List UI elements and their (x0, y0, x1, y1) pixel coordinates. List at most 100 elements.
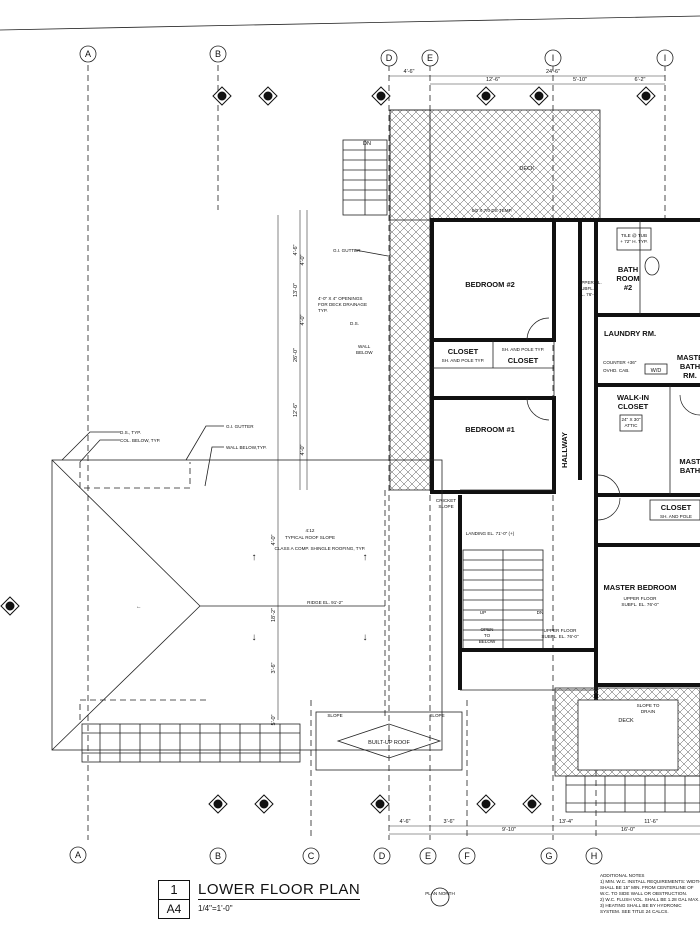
gi-gutter-left-note: G.I. GUTTER (226, 424, 254, 429)
upper-floor-note-line3: EL. 76'-0" (578, 292, 598, 297)
toilet-icon (644, 256, 660, 276)
master-closet-label: CLOSET (661, 503, 692, 512)
deck-top-label: DECK (519, 166, 535, 172)
slope-note-b: SLOPE (429, 713, 444, 718)
master-bath-label-line2: BATH (680, 362, 700, 371)
upper-floor-note-line1: UPPER FL. (578, 280, 602, 285)
bedroom-2-label: BEDROOM #2 (465, 280, 515, 289)
cricket-note-line2: SLOPE (438, 504, 453, 509)
bath-2-label-line2: ROOM (616, 274, 639, 283)
grid-bubble-top-e: E (421, 49, 439, 67)
svg-text:↓: ↓ (252, 632, 257, 643)
grid-bubble-bottom-c: C (302, 847, 320, 865)
walk-in-closet-label-line2: CLOSET (618, 402, 649, 411)
master-bath-label-line3: RM. (683, 371, 697, 380)
svg-text:18'-2": 18'-2" (271, 608, 277, 622)
bath-2-label-line3: #2 (624, 283, 632, 292)
upper-floor-stair-line1: UPPER FLOOR (544, 628, 578, 633)
svg-text:I: I (664, 53, 667, 63)
built-up-roof-label: BUILT-UP ROOF (368, 740, 410, 746)
door-swings (526, 317, 700, 521)
master-bath-label-line1: MASTE (677, 353, 700, 362)
grid-bubble-bottom-b: B (209, 847, 227, 865)
svg-text:4'-6": 4'-6" (404, 69, 415, 75)
roof-slope-arrows: ↑ ↑ ↓ ↓ (252, 552, 368, 643)
attic-access (619, 414, 643, 432)
openings-note-line1: 4'-0" X 4" OPENINGS (318, 296, 362, 301)
svg-text:13'-4": 13'-4" (559, 819, 573, 825)
wall-below-typ-note: WALL BELOW,TYP. (226, 445, 267, 450)
roof-slope-line2: TYPICAL ROOF SLOPE (285, 535, 335, 540)
bathtub (616, 227, 652, 251)
svg-text:C: C (308, 851, 315, 861)
shelf-pole-note-a: SH. AND POLE TYP. (442, 358, 485, 363)
master-bath-2-label-line1: MAST (679, 457, 700, 466)
grid-bubble-top-i-1: I (544, 49, 562, 67)
sheet-number: A4 (166, 902, 182, 916)
grid-bubble-bottom-a: A (69, 846, 87, 864)
svg-text:11'-6": 11'-6" (644, 819, 658, 825)
walk-in-closet-label-line1: WALK-IN (617, 393, 649, 402)
svg-text:12'-6": 12'-6" (293, 403, 299, 417)
slope-drain-line2: DRAIN (641, 709, 655, 714)
exterior-stair-top: DN (342, 139, 388, 216)
upper-floor-note-line2: SUBFL. (578, 286, 594, 291)
stair-up-label: UP (480, 610, 486, 615)
svg-text:4'-6": 4'-6" (293, 244, 299, 255)
svg-text:4'-0": 4'-0" (300, 444, 306, 455)
additional-notes-line6: SYSTEM. SEE TITLE 24 CALCS. (600, 909, 669, 914)
sheet-number-cell (158, 899, 190, 919)
svg-text:I: I (552, 53, 555, 63)
svg-text:5'-10": 5'-10" (573, 77, 587, 83)
plan-scale: 1/4"=1'-0" (198, 904, 233, 913)
sheet-border-line (0, 15, 700, 31)
detail-number: 1 (170, 882, 178, 897)
ds-note: D.S. (350, 321, 359, 326)
ridge-note: RIDGE EL. 91'-2" (307, 600, 343, 605)
svg-text:9'-10": 9'-10" (502, 827, 516, 833)
svg-text:B: B (215, 851, 221, 861)
lower-deck: DECK SLOPE TO DRAIN (554, 687, 700, 813)
washer-dryer-label: W/D (651, 368, 662, 374)
master-bath-2-label-line2: BATH (680, 466, 700, 475)
master-bedroom-sub-line2: SUBFL. EL. 76'-0" (621, 602, 659, 607)
roofing-note: CLASS A COMP. SHINGLE ROOFING, TYP. (275, 546, 366, 551)
svg-text:↑: ↑ (252, 552, 257, 563)
svg-text:H: H (591, 851, 598, 861)
svg-text:G: G (545, 851, 552, 861)
attic-note-line1: 24" X 30" (621, 417, 640, 422)
cricket-note-line1: CRICKET (436, 498, 456, 503)
svg-text:A: A (75, 850, 81, 860)
interior-stair: UP DN LANDING EL. 71'-0" (+) CRICKET SLO… (436, 495, 596, 691)
deck-bottom-label: DECK (618, 718, 634, 724)
ds-typ-note: D.S., TYP. (120, 430, 141, 435)
master-bedroom-label: MASTER BEDROOM (604, 583, 677, 592)
plan-title: LOWER FLOOR PLAN (198, 881, 361, 900)
closet-a-label: CLOSET (448, 347, 479, 356)
hallway-label: HALLWAY (560, 432, 569, 468)
grid-bubble-bottom-e: E (419, 847, 437, 865)
laundry-label: LAUNDRY RM. (604, 329, 656, 338)
additional-notes: ADDITIONAL NOTES 1) MIN. W.C. INSTALL RE… (600, 873, 700, 914)
svg-text:↓: ↓ (363, 632, 368, 643)
washer-dryer (644, 363, 668, 375)
landing-note: LANDING EL. 71'-0" (+) (466, 531, 515, 536)
svg-text:E: E (425, 851, 431, 861)
additional-notes-line4: 2) W.C. FLUSH VOL. SHALL BE 1.28 GAL MAX… (600, 897, 699, 902)
svg-text:3'-6": 3'-6" (444, 819, 455, 825)
grid-bubble-top-i-2: I (656, 49, 674, 67)
svg-text:16'-0": 16'-0" (621, 827, 635, 833)
counter-note: COUNTER +36" (603, 360, 637, 365)
wall-below-line1: WALL (358, 344, 371, 349)
svg-text:13'-0": 13'-0" (293, 283, 299, 297)
upper-deck: DECK (389, 109, 601, 491)
slope-note-a: SLOPE (327, 713, 342, 718)
grid-bubble-bottom-d: D (373, 847, 391, 865)
svg-text:PLAN NORTH: PLAN NORTH (425, 891, 455, 896)
ovhd-cab-note: OVHD. CAB. (603, 368, 630, 373)
closet-b-label: CLOSET (508, 356, 539, 365)
bedroom-1-label: BEDROOM #1 (465, 425, 515, 434)
svg-text:4'-0": 4'-0" (271, 534, 277, 545)
stair-dn-label-2: DN (537, 610, 544, 615)
roof-slope-line1: 4:12 (306, 528, 315, 533)
